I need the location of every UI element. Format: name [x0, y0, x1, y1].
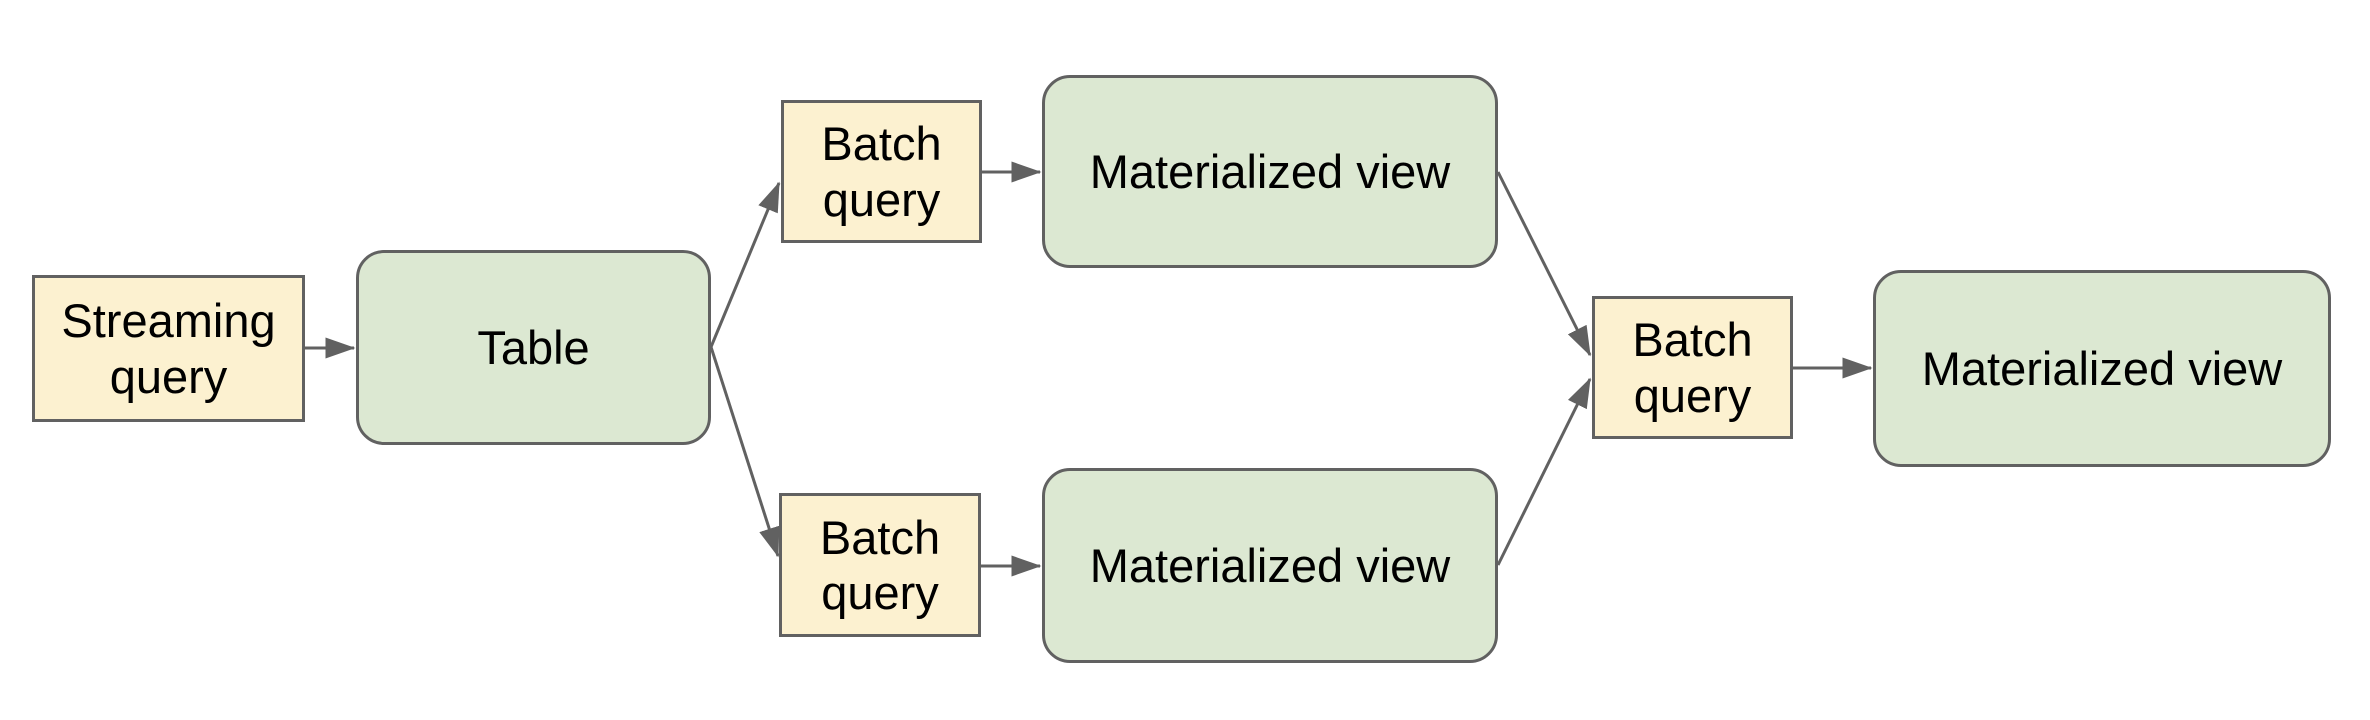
batch-query-right-node: Batch query	[1592, 296, 1793, 439]
materialized-view-bottom-node: Materialized view	[1042, 468, 1498, 663]
materialized-view-right-label: Materialized view	[1921, 341, 2283, 395]
materialized-view-top-label: Materialized view	[1089, 144, 1451, 198]
edge-materialized-view-top-to-batch-query-right	[1496, 171, 1592, 357]
materialized-view-right-node: Materialized view	[1873, 270, 2331, 467]
streaming-query-node: Streaming query	[32, 275, 305, 422]
table-label: Table	[477, 320, 590, 374]
edge-table-to-batch-query-bottom	[709, 346, 780, 558]
batch-query-top-label: Batch query	[821, 117, 942, 226]
table-node: Table	[356, 250, 711, 445]
edge-materialized-view-bottom-to-batch-query-right	[1496, 377, 1592, 566]
batch-query-top-node: Batch query	[781, 100, 982, 243]
edge-table-to-batch-query-top	[709, 181, 781, 348]
batch-query-right-label: Batch query	[1632, 313, 1753, 422]
materialized-view-top-node: Materialized view	[1042, 75, 1498, 268]
materialized-view-bottom-label: Materialized view	[1089, 538, 1451, 592]
batch-query-bottom-label: Batch query	[819, 510, 941, 619]
batch-query-bottom-node: Batch query	[779, 493, 981, 637]
streaming-query-label: Streaming query	[61, 294, 276, 403]
